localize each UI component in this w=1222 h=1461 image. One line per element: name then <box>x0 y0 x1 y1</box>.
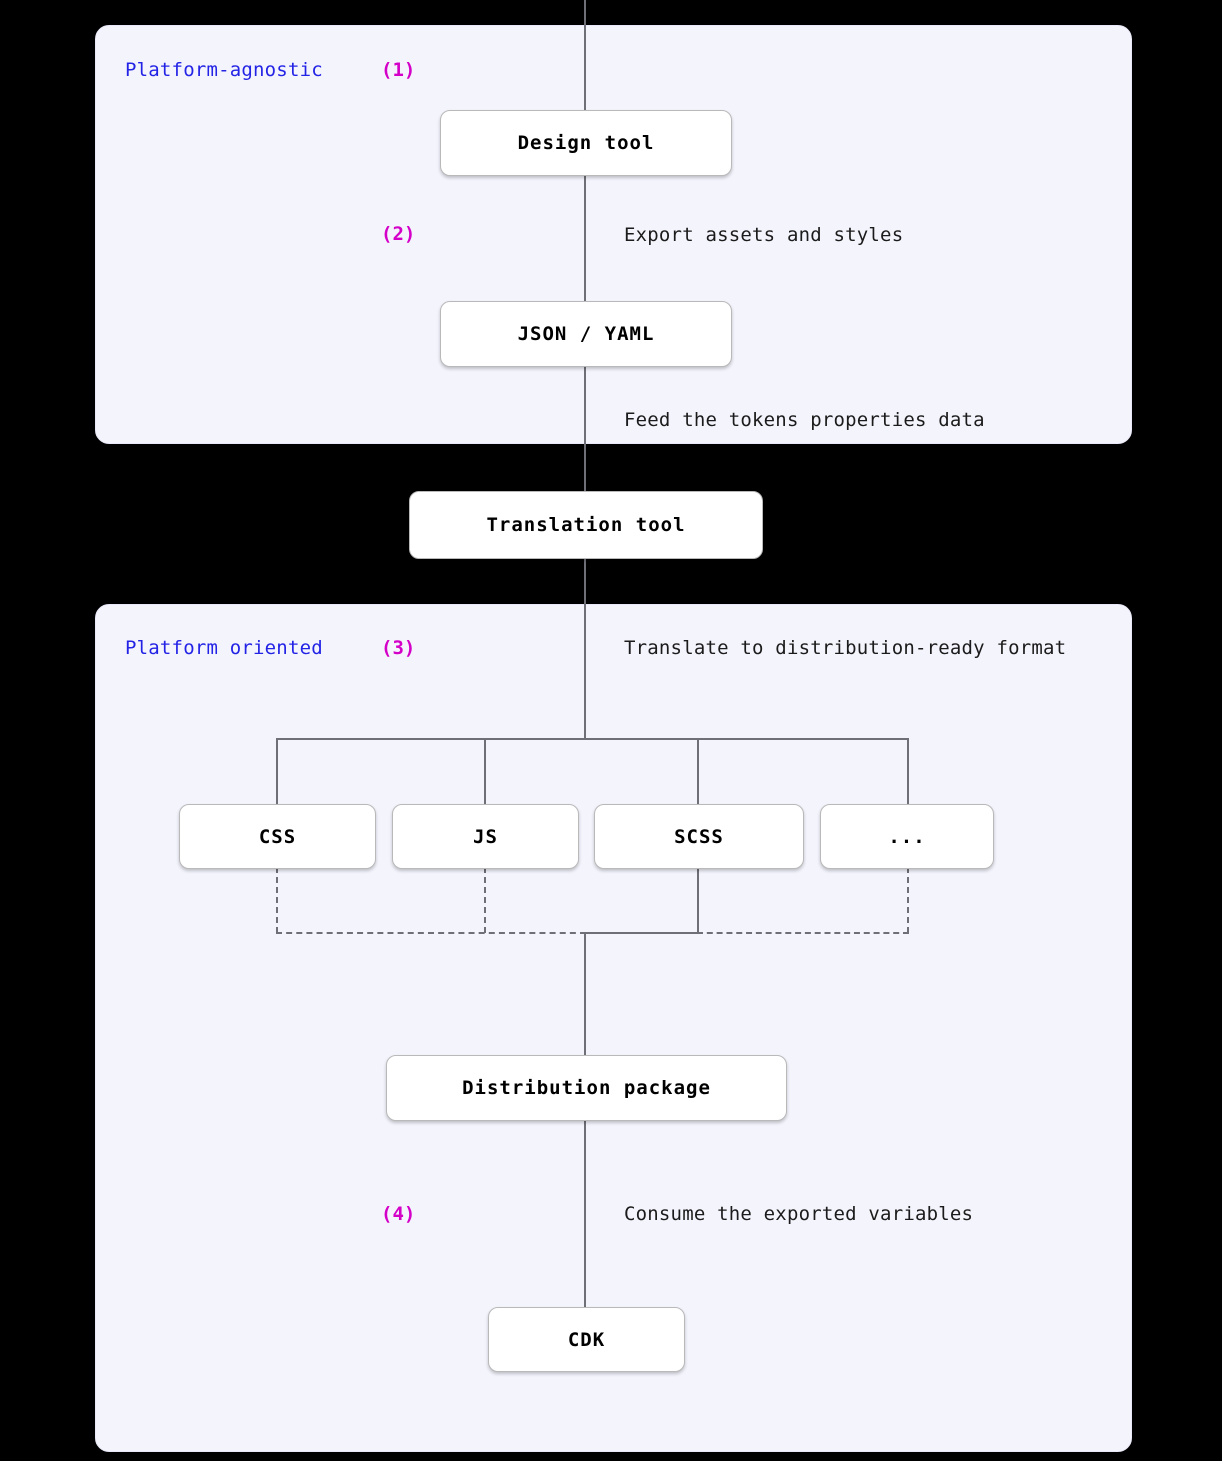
edge-label-translate-format: Translate to distribution-ready format <box>624 637 1067 659</box>
panel-caption-platform-agnostic: Platform-agnostic <box>125 59 323 81</box>
step-tag-4: (4) <box>381 1203 416 1225</box>
node-cdk[interactable]: CDK <box>488 1307 685 1372</box>
node-js[interactable]: JS <box>392 804 579 869</box>
step-tag-2: (2) <box>381 223 416 245</box>
connector-translation-to-branch <box>584 557 586 739</box>
step-tag-1: (1) <box>381 59 416 81</box>
connector-css-to-merge <box>276 867 278 933</box>
node-more-formats-label: ... <box>888 825 926 848</box>
connector-branch-to-css <box>276 738 278 804</box>
node-design-tool-label: Design tool <box>517 132 655 154</box>
node-js-label: JS <box>473 825 498 848</box>
node-distribution-package-label: Distribution package <box>462 1077 711 1099</box>
connector-merge-bar-right <box>697 932 909 934</box>
connector-distribution-to-cdk <box>584 1119 586 1307</box>
connector-merge-to-distribution <box>584 932 586 1055</box>
connector-json-to-translation <box>584 365 586 491</box>
connector-more-to-merge <box>907 867 909 933</box>
connector-branch-to-scss <box>697 738 699 804</box>
node-distribution-package[interactable]: Distribution package <box>386 1055 787 1121</box>
node-more-formats[interactable]: ... <box>820 804 994 869</box>
connector-branch-bar <box>277 738 909 740</box>
edge-label-export-assets: Export assets and styles <box>624 224 904 246</box>
node-cdk-label: CDK <box>567 1328 606 1351</box>
connector-js-to-merge <box>484 867 486 933</box>
node-translation-tool[interactable]: Translation tool <box>409 491 763 559</box>
node-json-yaml[interactable]: JSON / YAML <box>440 301 732 367</box>
edge-label-feed-tokens: Feed the tokens properties data <box>624 409 985 431</box>
node-translation-tool-label: Translation tool <box>486 514 686 536</box>
connector-branch-to-js <box>484 738 486 804</box>
node-scss[interactable]: SCSS <box>594 804 804 869</box>
step-tag-3: (3) <box>381 637 416 659</box>
connector-merge-bar-left <box>276 932 586 934</box>
panel-caption-platform-oriented: Platform oriented <box>125 637 323 659</box>
node-json-yaml-label: JSON / YAML <box>517 323 655 345</box>
connector-design-to-json <box>584 174 586 301</box>
connector-spine-top <box>584 0 586 110</box>
connector-scss-to-merge <box>697 867 699 933</box>
connector-merge-bar-center <box>584 932 699 934</box>
node-css[interactable]: CSS <box>179 804 376 869</box>
node-design-tool[interactable]: Design tool <box>440 110 732 176</box>
node-scss-label: SCSS <box>674 825 724 848</box>
node-css-label: CSS <box>258 825 297 848</box>
edge-label-consume-variables: Consume the exported variables <box>624 1203 974 1225</box>
panel-platform-agnostic <box>95 25 1132 444</box>
connector-branch-to-more <box>907 738 909 804</box>
